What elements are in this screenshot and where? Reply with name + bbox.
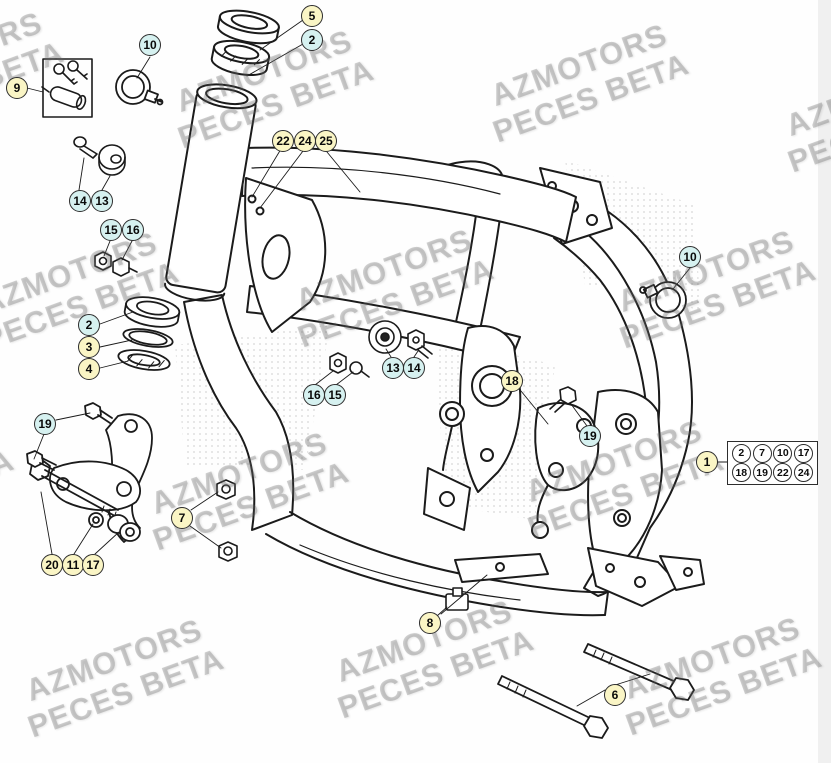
leader-lines xyxy=(26,19,728,707)
callout-6[interactable]: 6 xyxy=(604,684,626,706)
callout-20[interactable]: 20 xyxy=(41,554,63,576)
steering-head-tube xyxy=(164,83,258,302)
left-linkage xyxy=(26,402,153,543)
callout-10-right[interactable]: 10 xyxy=(679,246,701,268)
callout-9[interactable]: 9 xyxy=(6,77,28,99)
callout-16-top[interactable]: 16 xyxy=(122,219,144,241)
steering-bearing-rings xyxy=(210,9,280,77)
callout-13-top[interactable]: 13 xyxy=(91,190,113,212)
legend-item-19[interactable]: 19 xyxy=(752,463,772,483)
bolt-right-linkage xyxy=(549,386,577,413)
callout-14-mid[interactable]: 14 xyxy=(403,357,425,379)
callout-4[interactable]: 4 xyxy=(78,358,100,380)
callout-13-mid[interactable]: 13 xyxy=(382,357,404,379)
legend-row-2: 18 19 22 24 xyxy=(730,463,815,483)
legend-row-1: 2 7 10 17 xyxy=(730,443,815,463)
clamp-top xyxy=(115,69,164,106)
footpeg-brackets xyxy=(587,547,705,607)
callout-2-left[interactable]: 2 xyxy=(78,314,100,336)
long-bolts xyxy=(497,643,695,739)
callout-25[interactable]: 25 xyxy=(315,130,337,152)
head-gusset xyxy=(244,177,327,333)
callout-2-top[interactable]: 2 xyxy=(301,29,323,51)
callout-8[interactable]: 8 xyxy=(419,612,441,634)
callout-17[interactable]: 17 xyxy=(82,554,104,576)
legend-item-7[interactable]: 7 xyxy=(752,443,772,463)
callout-14-top[interactable]: 14 xyxy=(69,190,91,212)
legend-item-2[interactable]: 2 xyxy=(731,443,751,463)
main-top-spar xyxy=(241,146,577,243)
callout-18[interactable]: 18 xyxy=(501,370,523,392)
callout-1[interactable]: 1 xyxy=(696,451,718,473)
callout-19-left[interactable]: 19 xyxy=(34,413,56,435)
bolt-and-spacer-topleft xyxy=(73,136,126,176)
legend-box: 2 7 10 17 18 19 22 24 xyxy=(727,441,818,485)
callout-19-right[interactable]: 19 xyxy=(579,425,601,447)
legend-item-22[interactable]: 22 xyxy=(773,463,793,483)
callout-15-top[interactable]: 15 xyxy=(100,219,122,241)
callout-5[interactable]: 5 xyxy=(301,5,323,27)
callout-22[interactable]: 22 xyxy=(272,130,294,152)
callout-7[interactable]: 7 xyxy=(171,507,193,529)
pivot-plate xyxy=(587,389,663,567)
callout-16-mid[interactable]: 16 xyxy=(303,384,325,406)
legend-item-18[interactable]: 18 xyxy=(731,463,751,483)
frame-nut-bolt xyxy=(216,479,238,562)
rubber-pad xyxy=(445,587,469,611)
ignition-lock-kit xyxy=(41,58,93,118)
callout-15-mid[interactable]: 15 xyxy=(324,384,346,406)
callout-24[interactable]: 24 xyxy=(294,130,316,152)
nuts-upper-left xyxy=(94,251,138,277)
callout-3[interactable]: 3 xyxy=(78,336,100,358)
page-edge-strip xyxy=(818,0,831,763)
bearing-stack-left xyxy=(117,296,181,371)
mid-fasteners xyxy=(329,320,433,378)
center-mount-bracket xyxy=(423,325,549,583)
legend-item-10[interactable]: 10 xyxy=(773,443,793,463)
callout-11[interactable]: 11 xyxy=(62,554,84,576)
clamp-right xyxy=(639,281,687,319)
legend-item-24[interactable]: 24 xyxy=(794,463,814,483)
legend-item-17[interactable]: 17 xyxy=(794,443,814,463)
callout-10-top[interactable]: 10 xyxy=(139,34,161,56)
